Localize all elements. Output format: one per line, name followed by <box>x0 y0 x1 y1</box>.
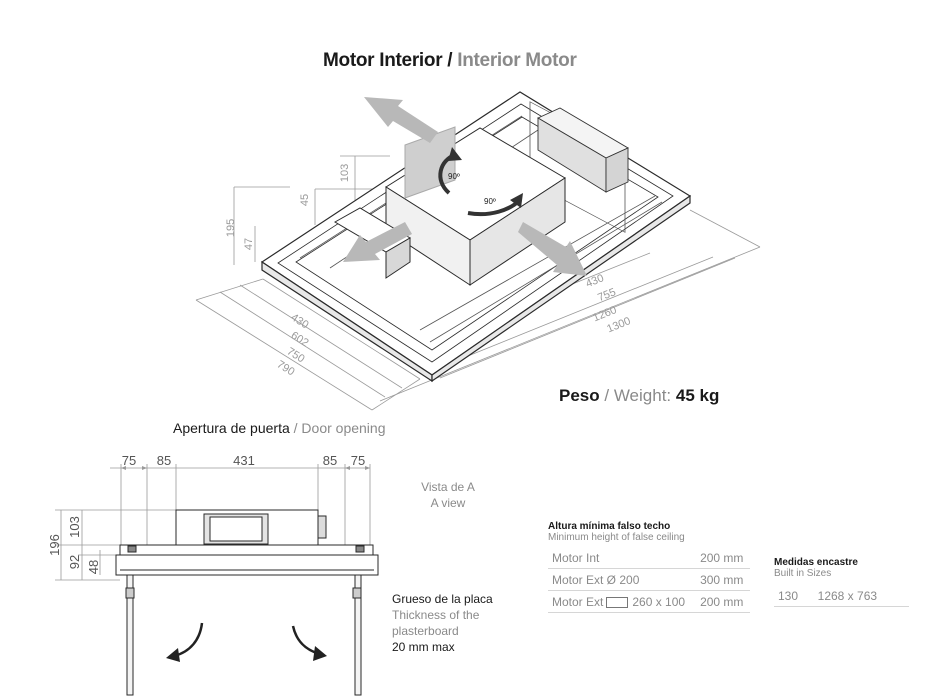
dim-790: 790 <box>275 359 297 379</box>
table-row: Motor Ext Ø 200 300 mm <box>548 568 750 591</box>
table-row: 130 1268 x 763 <box>774 585 909 607</box>
rotation-label-2: 90º <box>484 197 496 206</box>
built-in-size: 1268 x 763 <box>813 585 909 607</box>
front-dim-75-left: 75 <box>122 453 136 468</box>
table-row: Motor Ext 260 x 100 200 mm <box>548 590 750 613</box>
thickness-es: Grueso de la placa <box>392 592 493 606</box>
weight-label: Peso / Weight: 45 kg <box>559 386 719 406</box>
row-value: 300 mm <box>696 568 750 591</box>
front-dim-103: 103 <box>67 516 82 538</box>
door-opening-en: Door opening <box>301 420 386 436</box>
arrow-head-icon <box>510 193 523 208</box>
front-dim-431: 431 <box>233 453 255 468</box>
front-dim-85-right: 85 <box>323 453 337 468</box>
arrow-head-icon <box>166 648 180 662</box>
ceiling-frame <box>119 544 374 556</box>
front-dim-196: 196 <box>47 534 62 556</box>
arrow-head-icon <box>448 147 462 161</box>
door-opening-sep: / <box>293 420 298 436</box>
rectangle-duct-icon <box>606 596 629 608</box>
page-title: Motor Interior / Interior Motor <box>323 50 577 72</box>
row-value: 200 mm <box>696 590 750 613</box>
plasterboard-thickness: Grueso de la placa Thickness of the plas… <box>392 591 493 655</box>
front-dim-75-right: 75 <box>351 453 365 468</box>
front-view-drawing: 75 85 431 85 75 196 103 92 48 <box>47 453 379 696</box>
front-dim-48: 48 <box>86 560 101 574</box>
row-label: Motor Ext Ø 200 <box>548 568 697 591</box>
weight-value: 45 kg <box>675 386 720 405</box>
door-opening-es: Apertura de puerta <box>173 420 290 436</box>
row-value: 200 mm <box>696 547 750 569</box>
row-label-with-swatch: Motor Ext 260 x 100 <box>548 590 697 613</box>
false-ceiling-subtitle: Minimum height of false ceiling <box>548 532 685 543</box>
airflow-arrow-icon <box>343 97 587 276</box>
title-en: Interior Motor <box>457 50 577 71</box>
front-dim-85-left: 85 <box>157 453 171 468</box>
dim-45: 45 <box>299 194 311 206</box>
weight-es: Peso <box>559 386 600 405</box>
rotation-label-1: 90º <box>448 172 460 181</box>
table-row: Motor Int 200 mm <box>548 547 750 569</box>
built-in-subtitle: Built in Sizes <box>774 568 832 579</box>
front-dim-92: 92 <box>67 555 82 569</box>
thickness-en-2: plasterboard <box>392 624 459 638</box>
arrow-head-icon <box>313 646 327 661</box>
weight-en: / Weight: <box>604 386 672 405</box>
dim-430-left: 430 <box>289 312 311 332</box>
thickness-en-1: Thickness of the <box>392 608 480 622</box>
view-a-en: A view <box>430 496 466 510</box>
door-open-arrow-icon <box>173 622 321 658</box>
title-es: Motor Interior <box>323 50 443 71</box>
dim-103: 103 <box>339 164 351 182</box>
false-ceiling-title: Altura mínima falso techo <box>548 521 671 532</box>
view-a-label: Vista de A A view <box>408 479 488 511</box>
dim-430-right: 430 <box>584 272 606 290</box>
row-label: Motor Ext <box>552 594 604 609</box>
row-label: Motor Int <box>548 547 697 569</box>
built-in-height: 130 <box>774 585 814 607</box>
built-in-title: Medidas encastre <box>774 557 858 568</box>
dim-195: 195 <box>225 219 237 237</box>
door-opening-title: Apertura de puerta / Door opening <box>173 420 385 436</box>
dim-47: 47 <box>243 238 255 250</box>
false-ceiling-table: Altura mínima falso techo Minimum height… <box>548 521 750 613</box>
view-a-es: Vista de A <box>421 480 475 494</box>
built-in-sizes: Medidas encastre Built in Sizes 130 1268… <box>774 557 909 607</box>
thickness-value: 20 mm max <box>392 640 455 654</box>
title-separator: / <box>447 50 453 71</box>
dim-755: 755 <box>596 286 618 304</box>
row-suffix: 260 x 100 <box>632 594 686 609</box>
isometric-drawing: 195 47 103 45 430 602 750 790 430 755 12… <box>195 91 761 411</box>
